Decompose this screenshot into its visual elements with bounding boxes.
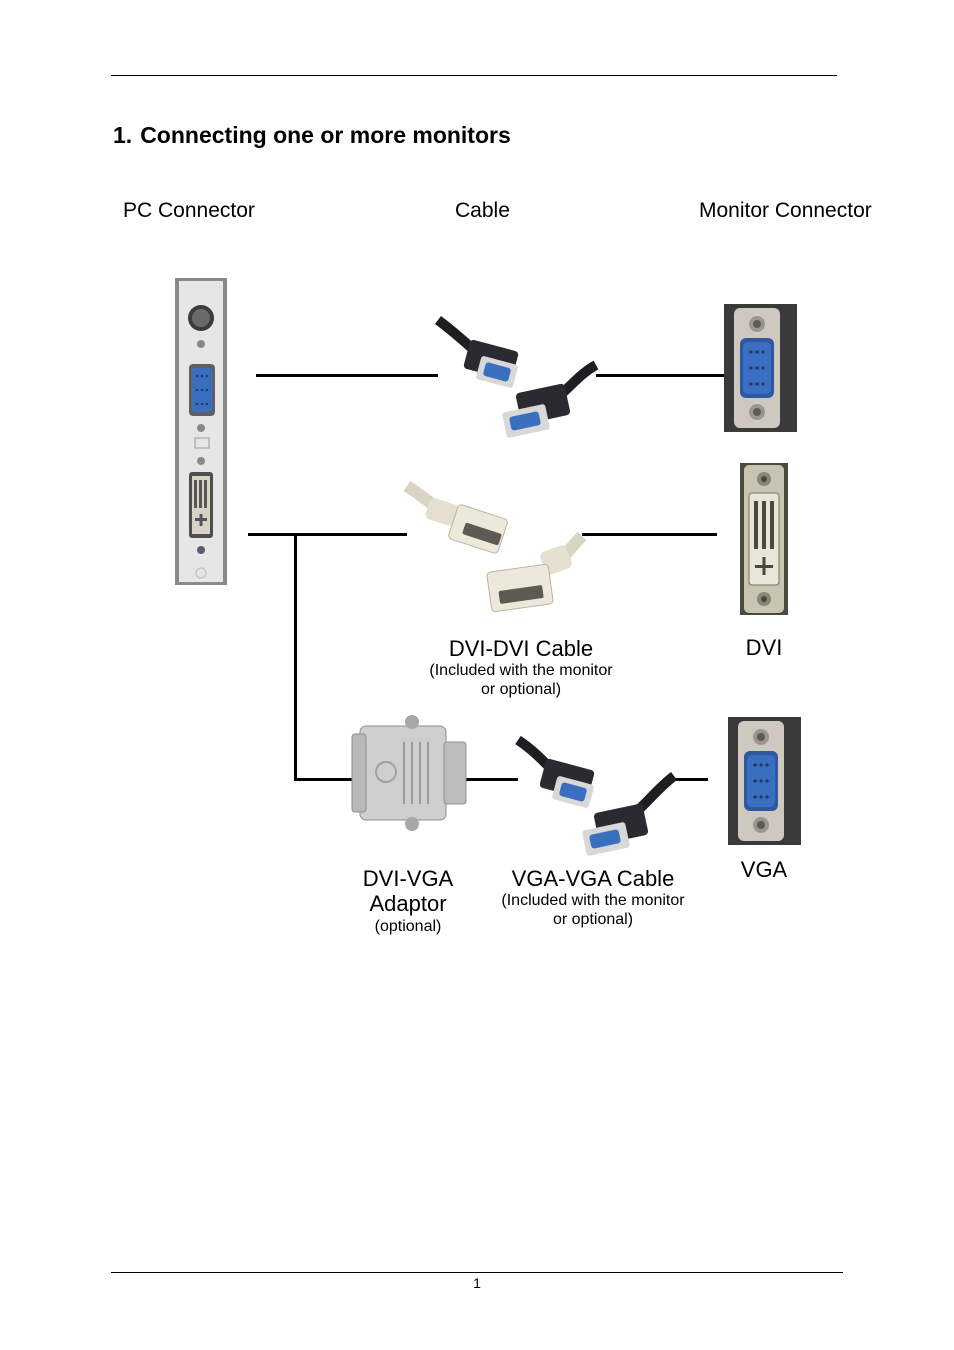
section-heading: 1. Connecting one or more monitors [113, 122, 511, 149]
adaptor-note: (optional) [374, 918, 442, 935]
column-header-monitor: Monitor Connector [699, 199, 872, 222]
dvi-monitor-label: DVI [745, 635, 783, 660]
connector-line-branch-adaptor [294, 778, 352, 781]
section-title: Connecting one or more monitors [140, 122, 511, 148]
page-number: 1 [473, 1275, 481, 1291]
section-number: 1. [113, 122, 133, 148]
connector-line-vga-monitor [674, 778, 708, 781]
vga-cable-icon [434, 316, 599, 438]
adaptor-title-line2: Adaptor [369, 891, 447, 916]
dvi-vga-adaptor-icon [351, 715, 467, 831]
column-header-pc: PC Connector [123, 199, 255, 222]
header-rule [111, 75, 837, 76]
column-header-cable: Cable [455, 199, 510, 222]
footer-rule [111, 1272, 843, 1273]
vga-cable-note-line2: or optional) [552, 911, 634, 928]
connector-line-branch-vertical [294, 535, 297, 781]
graphics-card-bracket-icon [175, 278, 227, 585]
connector-line-dvi-right [582, 533, 717, 536]
dvi-cable-title: DVI-DVI Cable [448, 636, 594, 661]
adaptor-title-line1: DVI-VGA [362, 866, 454, 891]
vga-cable-title: VGA-VGA Cable [511, 866, 675, 891]
connector-line-vga-left [256, 374, 438, 377]
connector-line-dvi-left [248, 533, 407, 536]
vga-port-top-icon [724, 304, 797, 432]
connector-line-vga-right [596, 374, 724, 377]
vga-cable-bottom-icon [515, 735, 678, 856]
dvi-cable-note-line1: (Included with the monitor [429, 662, 613, 679]
connector-line-adaptor-cable [466, 778, 518, 781]
vga-cable-note-line1: (Included with the monitor [501, 892, 685, 909]
dvi-port-icon [740, 463, 788, 615]
dvi-cable-note-line2: or optional) [480, 681, 562, 698]
dvi-cable-icon [403, 481, 587, 613]
vga-monitor-label: VGA [740, 857, 788, 882]
vga-port-bottom-icon [728, 717, 801, 845]
